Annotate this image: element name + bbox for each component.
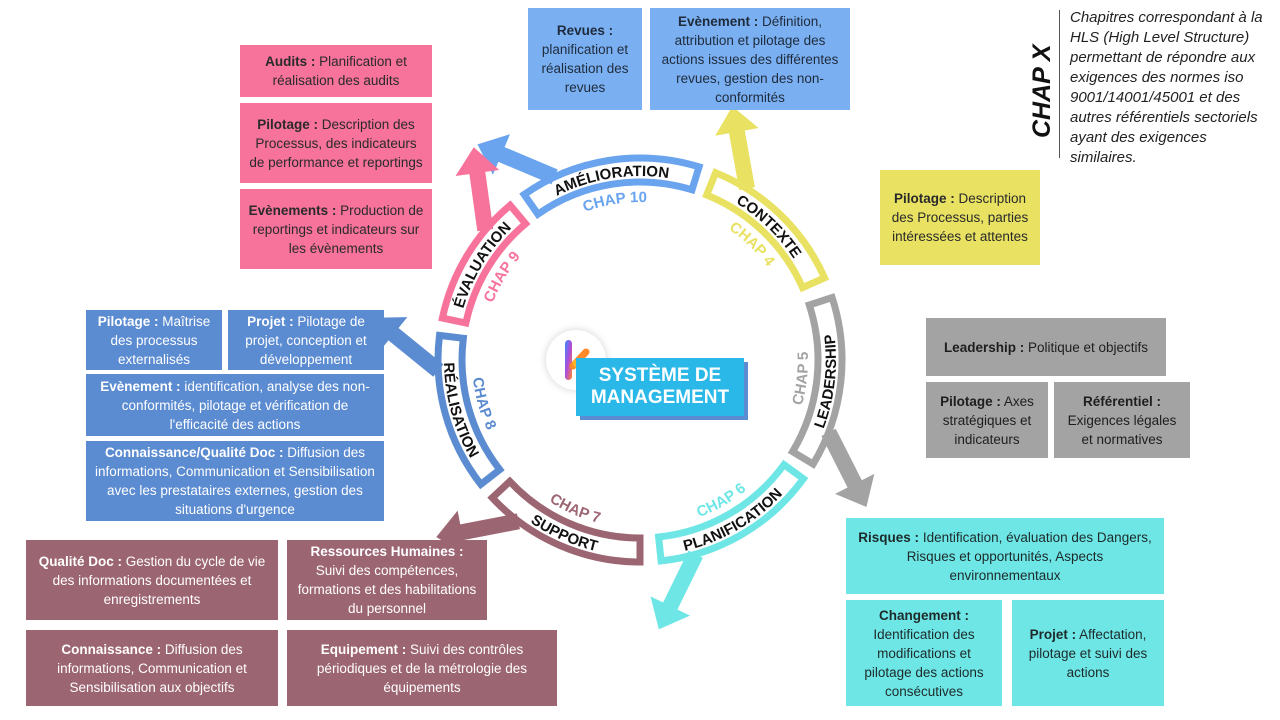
box-equipement: Equipement : Suivi des contrôles périodi…	[287, 630, 557, 706]
chapter-realisation-band	[434, 331, 505, 490]
chapter-amelioration-chap: CHAP 10	[581, 189, 647, 216]
chapter-evaluation-band	[438, 200, 531, 328]
box-projet-realisation: Projet : Pilotage de projet, conception …	[228, 310, 384, 370]
chapter-realisation-arrow	[373, 317, 444, 377]
box-changement: Changement : Identification des modifica…	[846, 600, 1002, 706]
chapter-planification-band	[654, 459, 809, 565]
center-title-line1: SYSTÈME DE	[598, 365, 722, 386]
box-evenement-realisation: Evènement : identification, analyse des …	[86, 374, 384, 436]
box-pilotage-leadership: Pilotage : Axes stratégiques et indicate…	[926, 382, 1048, 458]
legend-text: Chapitres correspondant à la HLS (High L…	[1070, 9, 1263, 166]
box-pilotage-realisation: Pilotage : Maîtrise des processus extern…	[86, 310, 222, 370]
center-title: SYSTÈME DE MANAGEMENT	[576, 358, 748, 420]
legend-divider	[1059, 10, 1060, 158]
chapter-contexte-band	[702, 168, 830, 293]
box-evenement-amelioration: Evènement : Définition, attribution et p…	[650, 8, 850, 110]
chapter-leadership-chap: CHAP 5	[789, 352, 812, 407]
box-ressources-humaines: Ressources Humaines : Suivi des compéten…	[287, 540, 487, 620]
box-pilotage-contexte: Pilotage : Description des Processus, pa…	[880, 170, 1040, 265]
chapter-evaluation-arrow	[455, 147, 500, 232]
box-pilotage-evaluation: Pilotage : Description des Processus, de…	[240, 103, 432, 183]
chapter-support-band	[487, 476, 644, 566]
box-leadership: Leadership : Politique et objectifs	[926, 318, 1166, 376]
box-qualite-doc: Qualité Doc : Gestion du cycle de vie de…	[26, 540, 278, 620]
box-projet-planification: Projet : Affectation, pilotage et suivi …	[1012, 600, 1164, 706]
center-title-line2: MANAGEMENT	[590, 387, 730, 408]
box-connaissance: Connaissance : Diffusion des information…	[26, 630, 278, 706]
box-connaissance-qualite-doc: Connaissance/Qualité Doc : Diffusion des…	[86, 441, 384, 521]
chapter-amelioration-arrow	[477, 134, 558, 185]
chapter-planification-arrow	[650, 550, 703, 630]
chapter-leadership-band	[787, 293, 846, 469]
chapter-amelioration-band	[519, 154, 704, 220]
chapter-leadership-arrow	[821, 428, 875, 508]
svg-text:CHAP X: CHAP X	[1028, 43, 1056, 138]
box-referentiel: Référentiel : Exigences légales et norma…	[1054, 382, 1190, 458]
legend-title: CHAP X	[1016, 20, 1064, 140]
chapter-contexte-arrow	[715, 106, 759, 191]
box-evenements-evaluation: Evènements : Production de reportings et…	[240, 189, 432, 269]
box-risques: Risques : Identification, évaluation des…	[846, 518, 1164, 594]
box-audits: Audits : Planification et réalisation de…	[240, 45, 432, 97]
box-revues: Revues : planification et réalisation de…	[528, 8, 642, 110]
